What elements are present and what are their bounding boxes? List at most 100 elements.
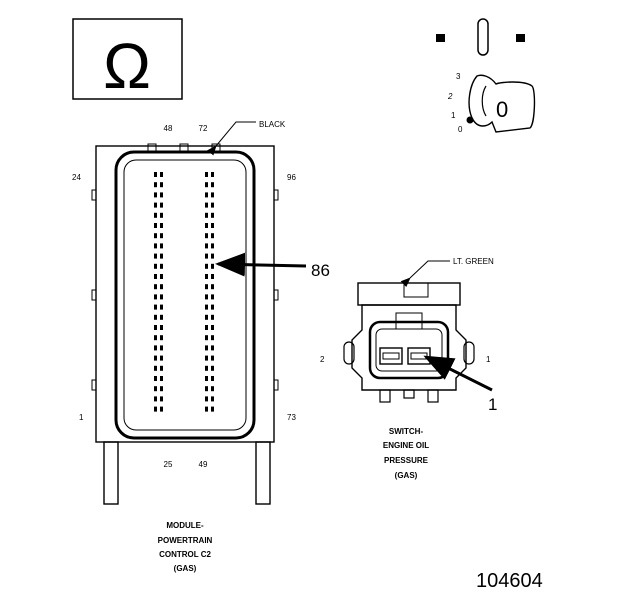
pin-cavity	[160, 345, 163, 351]
ecm-leg-left	[103, 441, 119, 505]
pin-cavity	[211, 233, 214, 239]
key-pos-0: 0	[458, 125, 463, 134]
pin-cavity	[154, 284, 157, 290]
ecm-pin-24: 24	[72, 173, 81, 182]
omega-icon: Ω	[103, 30, 151, 102]
ecm-seal	[114, 150, 256, 440]
pin-cavity	[205, 274, 208, 279]
pin-cavity	[160, 202, 163, 208]
pin-cavity	[154, 304, 157, 310]
pin-cavity	[205, 304, 208, 310]
key-pos-3: 3	[456, 72, 461, 81]
pin-cavity	[154, 223, 157, 228]
key-pivot	[466, 116, 474, 124]
pin-cavity	[160, 284, 163, 290]
pin-cavity	[160, 263, 163, 269]
oil-caption-3: PRESSURE	[384, 456, 429, 465]
oil-pin-1: 1	[486, 355, 491, 364]
pin-cavity	[205, 386, 208, 392]
ecm-body	[95, 145, 275, 443]
oil-cavity-2	[379, 347, 403, 365]
pin-cavity	[154, 263, 157, 269]
pin-cavity	[154, 355, 157, 361]
oil-color-label: LT. GREEN	[453, 257, 494, 266]
pin-cavity	[160, 182, 163, 188]
pin-cavity	[205, 212, 208, 218]
ecm-leg-right	[255, 441, 271, 505]
pin-cavity	[205, 223, 208, 228]
pin-cavity	[154, 335, 157, 341]
ecm-caption-3: CONTROL C2	[159, 550, 211, 559]
ecm-callout-arrow	[215, 252, 307, 277]
pin-cavity	[205, 335, 208, 341]
pin-cavity	[154, 314, 157, 320]
pin-cavity	[154, 406, 157, 412]
pin-cavity	[160, 314, 163, 320]
ecm-pin-49: 49	[199, 460, 208, 469]
pin-cavity	[205, 263, 208, 269]
pin-cavity	[211, 304, 214, 310]
pin-cavity	[205, 396, 208, 402]
pin-cavity	[211, 182, 214, 188]
pin-cavity	[154, 243, 157, 249]
meter-frame	[72, 18, 183, 100]
ecm-pin-96: 96	[287, 173, 296, 182]
pin-cavity	[154, 192, 157, 198]
ecm-pin-48: 48	[164, 124, 173, 133]
pin-cavity	[160, 274, 163, 279]
ecm-caption-4: (GAS)	[174, 564, 197, 573]
pin-cavity	[211, 376, 214, 381]
pin-cavity	[211, 345, 214, 351]
pin-cavity	[160, 304, 163, 310]
pin-cavity	[154, 365, 157, 371]
pin-cavity	[211, 253, 214, 259]
pin-cavity	[205, 314, 208, 320]
oil-caption-4: (GAS)	[395, 471, 418, 480]
pin-cavity	[160, 335, 163, 341]
pin-cavity	[154, 212, 157, 218]
pin-cavity	[154, 182, 157, 188]
oil-body	[351, 304, 467, 391]
pin-cavity	[211, 212, 214, 218]
pin-cavity	[205, 345, 208, 351]
figure-number: 104604	[476, 570, 543, 592]
pin-cavity	[205, 325, 208, 330]
pin-cavity	[205, 294, 208, 300]
pin-cavity	[160, 406, 163, 412]
pin-cavity	[211, 243, 214, 249]
pin-cavity	[205, 365, 208, 371]
ecm-pin-72: 72	[199, 124, 208, 133]
ecm-pin-25: 25	[164, 460, 173, 469]
ecm-pin-73: 73	[287, 413, 296, 422]
pin-cavity	[154, 253, 157, 259]
pin-cavity	[154, 396, 157, 402]
pin-cavity	[211, 365, 214, 371]
pin-cavity	[160, 253, 163, 259]
pin-cavity	[154, 376, 157, 381]
key-label: 0	[496, 97, 508, 122]
oil-color-leader	[400, 260, 450, 288]
pin-cavity	[154, 345, 157, 351]
pin-cavity	[205, 355, 208, 361]
key-outline	[468, 74, 536, 133]
key-slot	[477, 18, 489, 56]
oil-lock-top	[357, 282, 461, 306]
oil-callout-arrow	[423, 355, 493, 392]
pin-cavity	[205, 406, 208, 412]
ecm-pin-cavities	[154, 172, 214, 412]
pin-cavity	[211, 223, 214, 228]
pin-cavity	[205, 202, 208, 208]
pin-cavity	[211, 335, 214, 341]
ecm-connector: 48 72 24 96 1 73 25 49 BLACK 86 MODULE- …	[72, 120, 330, 573]
oil-caption-1: SWITCH-	[389, 427, 424, 436]
ecm-caption-2: POWERTRAIN	[158, 536, 213, 545]
pin-cavity	[205, 233, 208, 239]
pin-cavity	[160, 223, 163, 228]
ohmmeter-symbol: Ω	[72, 18, 183, 102]
pin-cavity	[211, 314, 214, 320]
pin-cavity	[160, 233, 163, 239]
pin-cavity	[160, 325, 163, 330]
pin-cavity	[160, 243, 163, 249]
pin-cavity	[211, 263, 214, 269]
